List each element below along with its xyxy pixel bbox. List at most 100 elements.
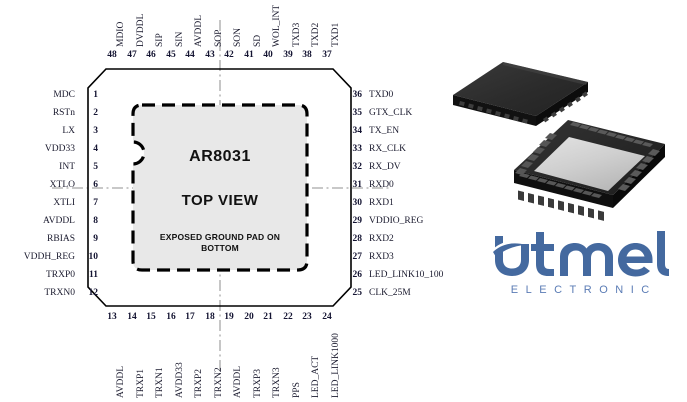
pin-number-top-44: 44 bbox=[185, 50, 195, 60]
pin-number: 35 bbox=[352, 108, 363, 119]
pin-label-top-42: SON bbox=[233, 27, 243, 47]
pin-label: RSTn bbox=[52, 108, 75, 119]
pin-label-bottom-15: TRXN1 bbox=[155, 367, 165, 398]
package-outline bbox=[87, 68, 352, 307]
pin-label: RXD2 bbox=[369, 234, 394, 245]
pin-number-top-43: 43 bbox=[205, 50, 215, 60]
pin-label: VDD33 bbox=[44, 144, 75, 155]
pin-label-top-38: TXD2 bbox=[311, 22, 321, 47]
chip-photo-top bbox=[453, 62, 665, 221]
pin-label: VDDIO_REG bbox=[369, 216, 424, 227]
pin-number: 10 bbox=[88, 252, 99, 263]
exposed-pad-note-line2: BOTTOM bbox=[201, 243, 239, 253]
pin-label-bottom-23: LED_ACT bbox=[311, 355, 321, 398]
pin-label-bottom-19: AVDDL bbox=[233, 365, 243, 398]
pin-number: 33 bbox=[352, 144, 363, 155]
pin-row-right-29: 29 VDDIO_REG bbox=[348, 216, 424, 228]
pin-row-left-7: XTLI 7 bbox=[0, 198, 98, 210]
pin-number-top-45: 45 bbox=[166, 50, 176, 60]
pin-row-left-2: RSTn 2 bbox=[0, 108, 98, 120]
pin-label-bottom-13: AVDDL bbox=[116, 365, 126, 398]
pin-label-top-37: TXD1 bbox=[331, 22, 341, 47]
pin-row-right-27: 27 RXD3 bbox=[348, 252, 394, 264]
pin-number-top-40: 40 bbox=[263, 50, 273, 60]
pin-number: 29 bbox=[352, 216, 363, 227]
pin-label: CLK_25M bbox=[369, 288, 411, 299]
pin-number-bottom-20: 20 bbox=[244, 312, 254, 322]
pin-label: RXD1 bbox=[369, 198, 394, 209]
pin-label: TX_EN bbox=[369, 126, 400, 137]
pin-number-bottom-15: 15 bbox=[146, 312, 156, 322]
pin-label: INT bbox=[59, 162, 75, 173]
exposed-pad-note: EXPOSED GROUND PAD ON BOTTOM bbox=[131, 232, 309, 254]
pin-label-bottom-18: TRXN2 bbox=[214, 367, 224, 398]
pin-number-bottom-16: 16 bbox=[166, 312, 176, 322]
pin-label: RXD3 bbox=[369, 252, 394, 263]
pin-row-left-5: INT 5 bbox=[0, 162, 98, 174]
pin-number: 11 bbox=[89, 270, 98, 281]
utmel-logo: ELECTRONIC bbox=[489, 230, 669, 305]
pin-label: RX_DV bbox=[369, 162, 401, 173]
pin-number-bottom-19: 19 bbox=[224, 312, 234, 322]
pin-label-top-39: TXD3 bbox=[292, 22, 302, 47]
pin-label-top-48: MDIO bbox=[116, 21, 126, 47]
pin-label: LED_LINK10_100 bbox=[369, 270, 444, 281]
pin-label-top-40: WOL_INT bbox=[272, 4, 282, 47]
qfn-bottom-side-body bbox=[514, 120, 665, 221]
pin-number-top-41: 41 bbox=[244, 50, 254, 60]
pin-row-right-31: 31 RXD0 bbox=[348, 180, 394, 192]
pin-number: 7 bbox=[93, 198, 98, 209]
pin-label-top-43: SOP bbox=[214, 29, 224, 47]
pin-number: 30 bbox=[352, 198, 363, 209]
utmel-wordmark-graphic bbox=[492, 231, 669, 277]
pin-label-bottom-16: AVDD33 bbox=[175, 362, 185, 398]
pin-number: 4 bbox=[93, 144, 98, 155]
pin-label-top-44: AVDDL bbox=[194, 14, 204, 47]
pin-number-bottom-21: 21 bbox=[263, 312, 273, 322]
pin-number-bottom-24: 24 bbox=[322, 312, 332, 322]
pin-label-bottom-20: TRXP3 bbox=[253, 368, 263, 398]
pin-label: LX bbox=[62, 126, 75, 137]
pin-label-bottom-22: PPS bbox=[292, 382, 302, 398]
chip-body-dashed bbox=[131, 103, 309, 272]
pin-row-right-30: 30 RXD1 bbox=[348, 198, 394, 210]
pin-number: 27 bbox=[352, 252, 363, 263]
pin-label-top-41: SD bbox=[253, 34, 263, 47]
pin-number-top-47: 47 bbox=[127, 50, 137, 60]
pin-label-top-46: SIP bbox=[155, 33, 165, 47]
pin-label: MDC bbox=[53, 90, 75, 101]
pin-number: 12 bbox=[88, 288, 99, 299]
pin-number: 34 bbox=[352, 126, 363, 137]
pin-number-top-39: 39 bbox=[283, 50, 293, 60]
pin-label: VDDH_REG bbox=[23, 252, 75, 263]
pin-row-right-33: 33 RX_CLK bbox=[348, 144, 406, 156]
pin-number-bottom-14: 14 bbox=[127, 312, 137, 322]
chip-view-label: TOP VIEW bbox=[181, 192, 259, 209]
pin-row-left-6: XTLO 6 bbox=[0, 180, 98, 192]
pin-row-left-8: AVDDL 8 bbox=[0, 216, 98, 228]
exposed-pad-note-line1: EXPOSED GROUND PAD ON bbox=[159, 232, 281, 242]
pin-label: RXD0 bbox=[369, 180, 394, 191]
pin-number-top-46: 46 bbox=[146, 50, 156, 60]
pin-number-bottom-17: 17 bbox=[185, 312, 195, 322]
pin-label-bottom-24: LED_LINK1000 bbox=[331, 333, 341, 398]
pin-label-bottom-21: TRXN3 bbox=[272, 367, 282, 398]
pin-row-right-32: 32 RX_DV bbox=[348, 162, 401, 174]
pin-row-left-10: VDDH_REG 10 bbox=[0, 252, 98, 264]
pin-row-left-4: VDD33 4 bbox=[0, 144, 98, 156]
utmel-tagline: ELECTRONIC bbox=[510, 284, 657, 296]
pin-label: TRXP0 bbox=[45, 270, 75, 281]
qfn-top-side-body bbox=[453, 62, 588, 126]
pin-number-bottom-18: 18 bbox=[205, 312, 215, 322]
pin-label: AVDDL bbox=[42, 216, 75, 227]
pin-row-right-28: 28 RXD2 bbox=[348, 234, 394, 246]
pin-row-left-9: RBIAS 9 bbox=[0, 234, 98, 246]
pin-number: 25 bbox=[352, 288, 363, 299]
pin-row-right-35: 35 GTX_CLK bbox=[348, 108, 413, 120]
pin-label: RX_CLK bbox=[369, 144, 406, 155]
pin-number-top-38: 38 bbox=[302, 50, 312, 60]
pin-number: 1 bbox=[93, 90, 98, 101]
pin-row-right-36: 36 TXD0 bbox=[348, 90, 394, 102]
